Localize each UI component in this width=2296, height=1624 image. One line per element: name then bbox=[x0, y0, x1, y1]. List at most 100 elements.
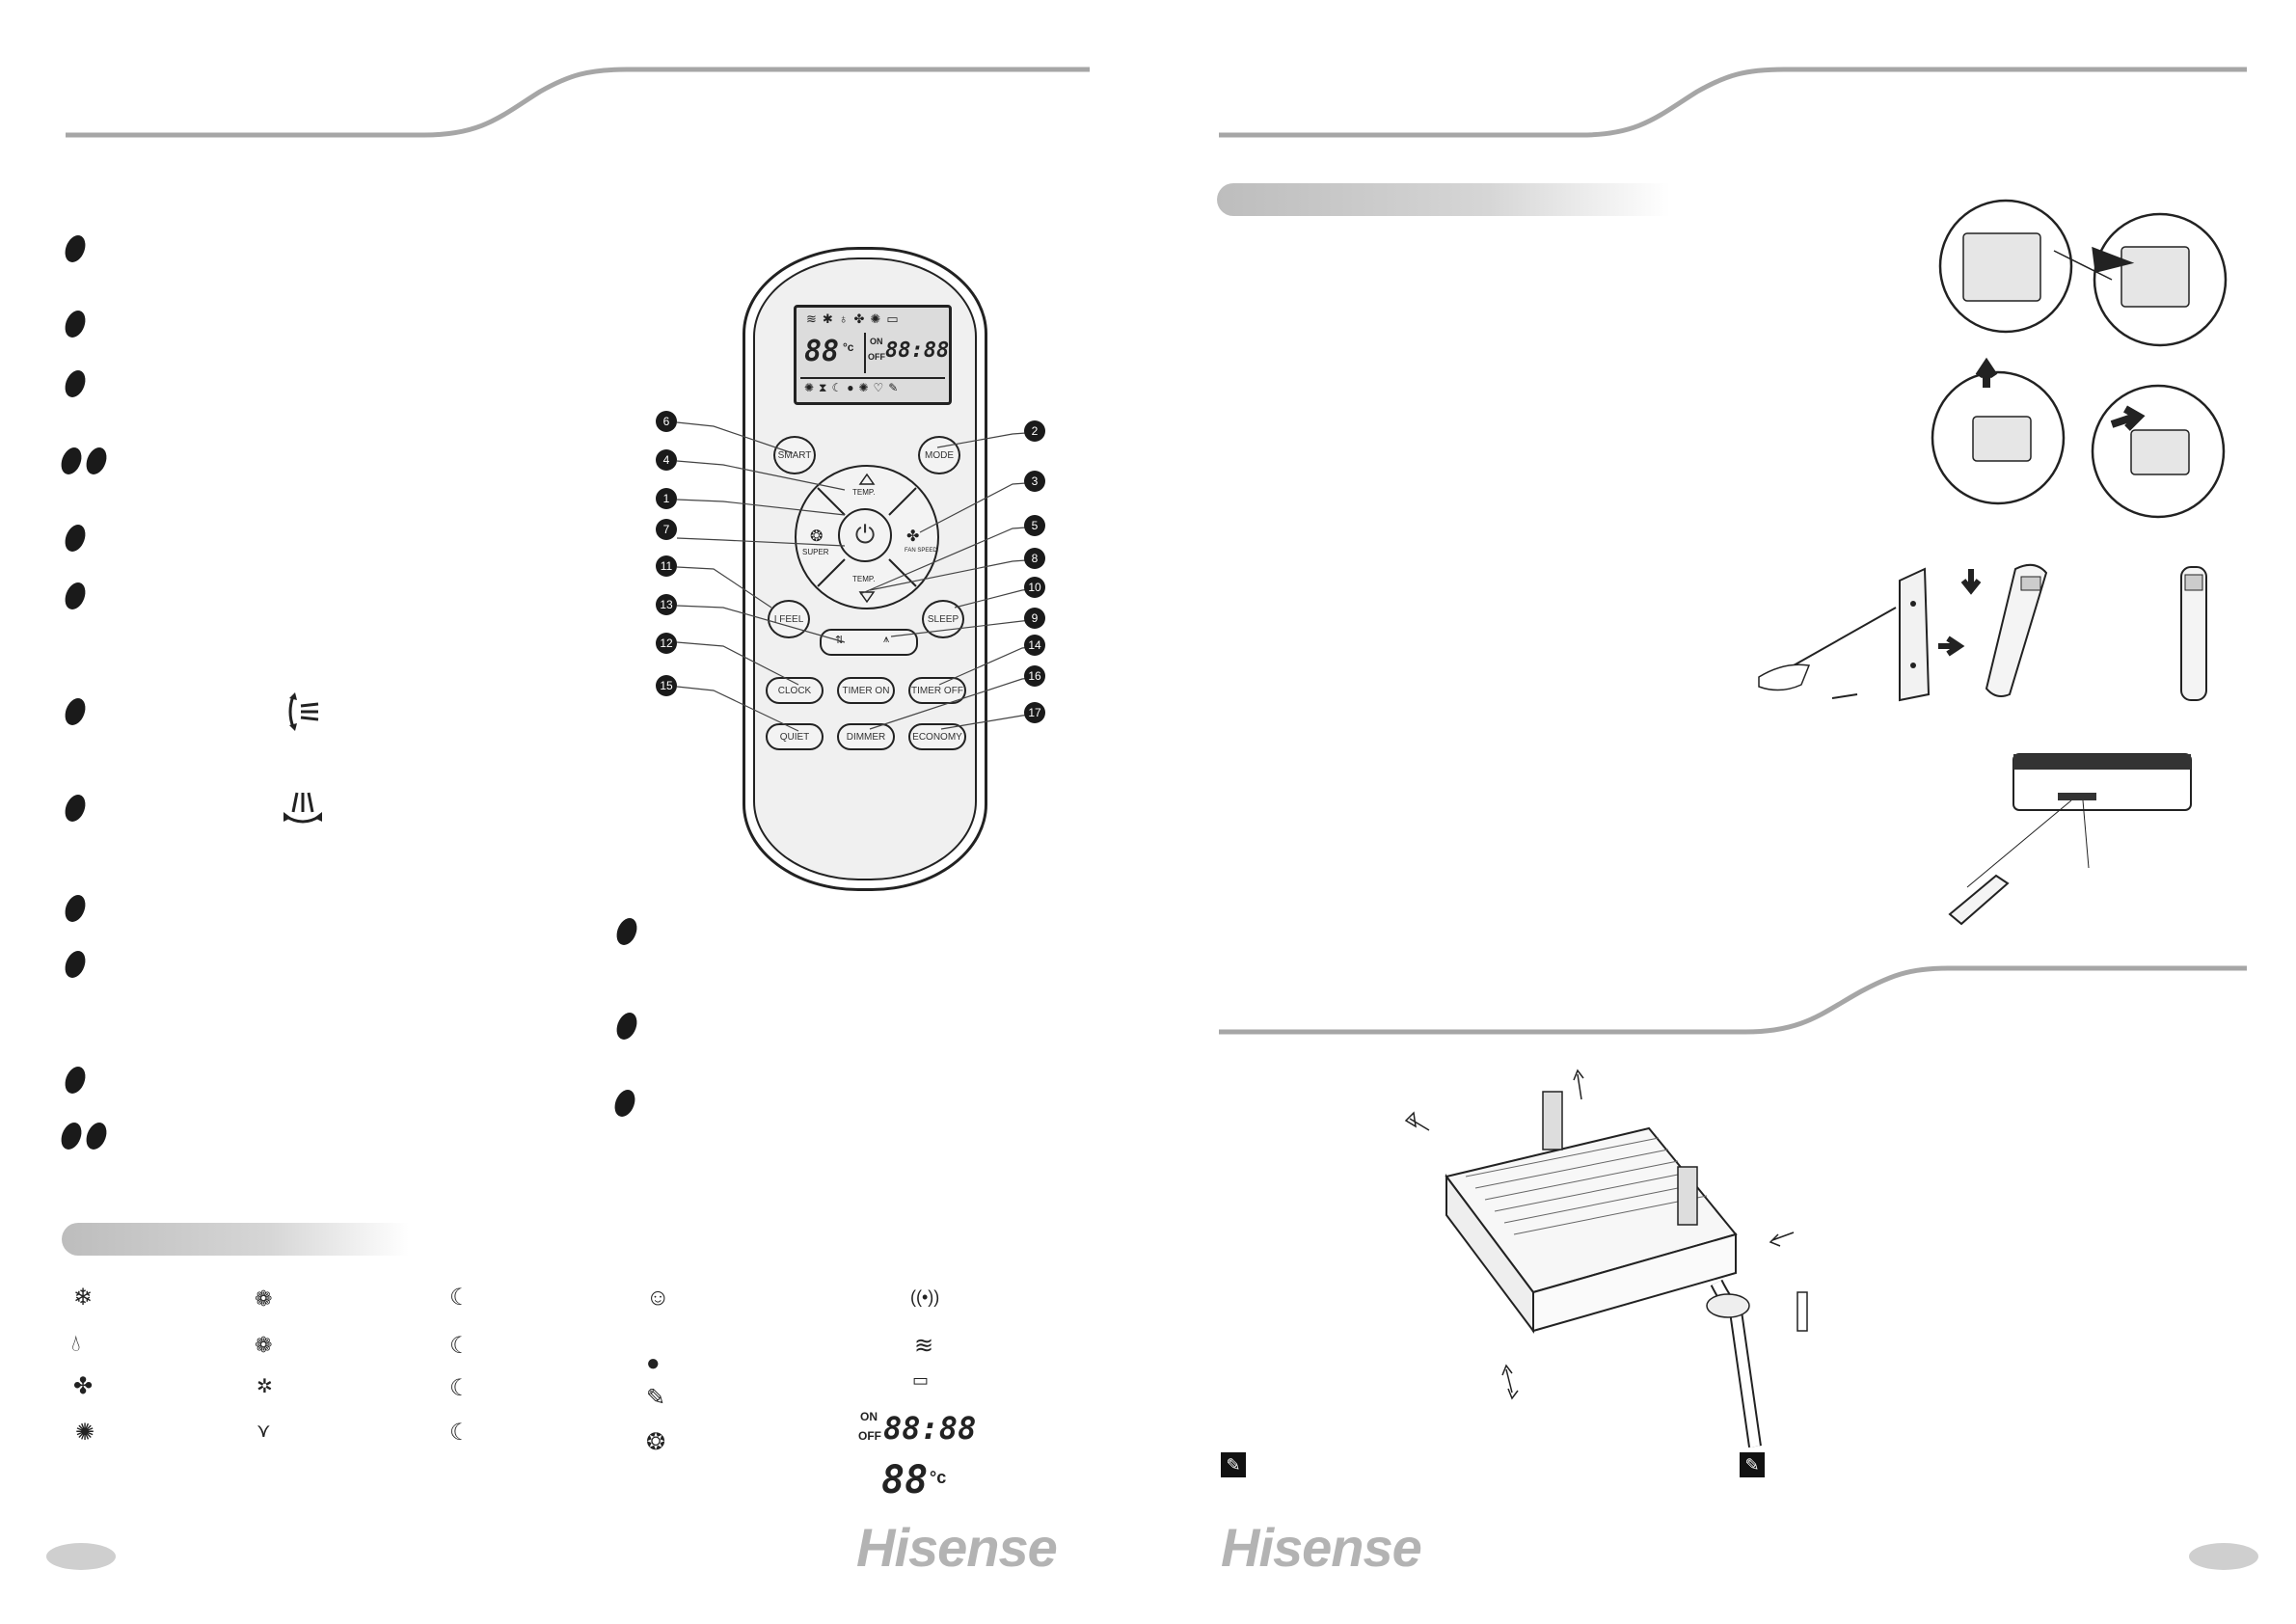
bullet-7 bbox=[63, 698, 88, 725]
legend-off-label: OFF bbox=[858, 1429, 881, 1443]
header-swoosh-right bbox=[1219, 67, 2247, 138]
fan-icon: ✤ bbox=[906, 528, 920, 545]
fan-speed-high-icon: ❁ bbox=[255, 1286, 273, 1311]
page-number-left bbox=[46, 1543, 116, 1570]
callout-7: 7 bbox=[656, 519, 677, 540]
section-bar-legend bbox=[62, 1223, 409, 1256]
callout-16: 16 bbox=[1024, 665, 1045, 687]
bullet-6 bbox=[63, 582, 88, 609]
super-icon: ❂ bbox=[810, 528, 824, 545]
bullet-15 bbox=[612, 1090, 637, 1117]
timer-on-button[interactable]: TIMER ON bbox=[837, 677, 895, 704]
lcd-off-label: OFF bbox=[868, 352, 885, 362]
bullet-12a bbox=[59, 1123, 84, 1150]
legend-clock-digits: 88:88 bbox=[883, 1410, 977, 1447]
legend-temp-unit: °c bbox=[930, 1468, 947, 1487]
callout-3: 3 bbox=[1024, 471, 1045, 492]
smart-button[interactable]: SMART bbox=[773, 436, 816, 474]
battery-icon: ▭ bbox=[912, 1370, 930, 1390]
fan-speed-mid-icon: ❁ bbox=[255, 1333, 273, 1357]
callout-12: 12 bbox=[656, 633, 677, 654]
fan-icon: ✤ bbox=[73, 1373, 94, 1399]
super-label: SUPER bbox=[802, 548, 829, 556]
callout-15: 15 bbox=[656, 675, 677, 696]
callout-9: 9 bbox=[1024, 608, 1045, 629]
lcd-top-icons: ≋✱♁✤✺▭ bbox=[806, 311, 905, 326]
sun-icon: ✺ bbox=[75, 1420, 95, 1446]
moon-4-icon: ☾ bbox=[449, 1420, 471, 1446]
callout-10: 10 bbox=[1024, 577, 1045, 598]
moon-1-icon: ☾ bbox=[449, 1285, 471, 1311]
battery-install-illustrations bbox=[1931, 199, 2228, 519]
timer-off-button[interactable]: TIMER OFF bbox=[908, 677, 966, 704]
wifi-icon: ≋ bbox=[914, 1333, 934, 1359]
section-bar-top-right bbox=[1217, 183, 1670, 216]
bullet-4a bbox=[59, 447, 84, 474]
hisense-logo-left: Hisense bbox=[856, 1517, 1058, 1578]
bullet-13 bbox=[614, 918, 639, 945]
note-pencil-icon-left: ✎ bbox=[1221, 1452, 1246, 1477]
bullet-12b bbox=[84, 1123, 109, 1150]
bullet-2 bbox=[63, 311, 88, 338]
indoor-unit-remote-illustration bbox=[1948, 753, 2192, 926]
callout-13: 13 bbox=[656, 594, 677, 615]
super-icon: ❂ bbox=[646, 1429, 666, 1455]
moon-3-icon: ☾ bbox=[449, 1375, 471, 1401]
bullet-10 bbox=[63, 951, 88, 978]
legend-temp-digits: 88 bbox=[881, 1458, 929, 1502]
callout-8: 8 bbox=[1024, 548, 1045, 569]
legend-on-label: ON bbox=[860, 1410, 878, 1423]
bullet-1 bbox=[63, 235, 88, 262]
callout-lines bbox=[676, 421, 1040, 732]
dimmer-button[interactable]: DIMMER bbox=[837, 723, 895, 750]
lcd-bottom-icons: ✺⧗☾●✺♡✎ bbox=[804, 381, 904, 394]
bullet-3 bbox=[63, 370, 88, 397]
bullet-9 bbox=[63, 895, 88, 922]
hisense-logo-right: Hisense bbox=[1221, 1517, 1422, 1578]
callout-17: 17 bbox=[1024, 702, 1045, 723]
horizontal-swing-icon bbox=[284, 792, 322, 824]
power-button[interactable]: ⏻ bbox=[838, 508, 892, 562]
bullet-8 bbox=[63, 795, 88, 822]
quiet-button[interactable]: QUIET bbox=[766, 723, 824, 750]
mode-button[interactable]: MODE bbox=[918, 436, 960, 474]
section-swoosh-right bbox=[1219, 965, 2247, 1035]
callout-5: 5 bbox=[1024, 515, 1045, 536]
fan-speed-label: FAN SPEED bbox=[905, 548, 937, 554]
callout-6: 6 bbox=[656, 411, 677, 432]
temp-down-label: TEMP. bbox=[852, 575, 876, 583]
moon-2-icon: ☾ bbox=[449, 1333, 471, 1359]
indoor-unit-installation-illustration bbox=[1404, 1069, 1808, 1448]
vertical-swing-icon bbox=[288, 692, 319, 731]
callout-1: 1 bbox=[656, 488, 677, 509]
quiet-icon: ✎ bbox=[646, 1385, 666, 1411]
remote-lcd: ≋✱♁✤✺▭ 88 °c ON OFF 88:88 ✺⧗☾●✺♡✎ bbox=[794, 305, 952, 405]
clock-button[interactable]: CLOCK bbox=[766, 677, 824, 704]
lcd-on-label: ON bbox=[870, 337, 883, 346]
page-number-right bbox=[2189, 1543, 2258, 1570]
bullet-11 bbox=[63, 1067, 88, 1094]
swing-button-pair[interactable]: ⇅ ⩚ bbox=[820, 629, 918, 656]
bullet-5 bbox=[63, 525, 88, 552]
signal-icon: ((•)) bbox=[910, 1287, 940, 1307]
fan-auto-icon: ⋎ bbox=[257, 1421, 271, 1442]
economy-button[interactable]: ECONOMY bbox=[908, 723, 966, 750]
ifeel-button[interactable]: I FEEL bbox=[768, 600, 810, 638]
bullet-14 bbox=[614, 1013, 639, 1040]
swing-horizontal-icon: ⩚ bbox=[883, 634, 890, 645]
lcd-temp-unit: °c bbox=[843, 340, 854, 354]
economy-icon: ● bbox=[646, 1350, 661, 1376]
temp-up-label: TEMP. bbox=[852, 488, 876, 497]
bullet-4b bbox=[84, 447, 109, 474]
fan-speed-low-icon: ✲ bbox=[257, 1376, 273, 1397]
note-pencil-icon-right: ✎ bbox=[1740, 1452, 1765, 1477]
lcd-clock-digits: 88:88 bbox=[885, 338, 950, 363]
header-swoosh-left bbox=[66, 67, 1090, 138]
callout-14: 14 bbox=[1024, 635, 1045, 656]
droplet-icon: 💧︎ bbox=[71, 1331, 81, 1357]
lcd-temp-digits: 88 bbox=[804, 335, 840, 368]
ifeel-icon: ☺ bbox=[646, 1285, 670, 1311]
remote-holder-illustration bbox=[1758, 563, 2207, 702]
callout-11: 11 bbox=[656, 555, 677, 577]
snowflake-icon: ❄ bbox=[73, 1285, 94, 1311]
